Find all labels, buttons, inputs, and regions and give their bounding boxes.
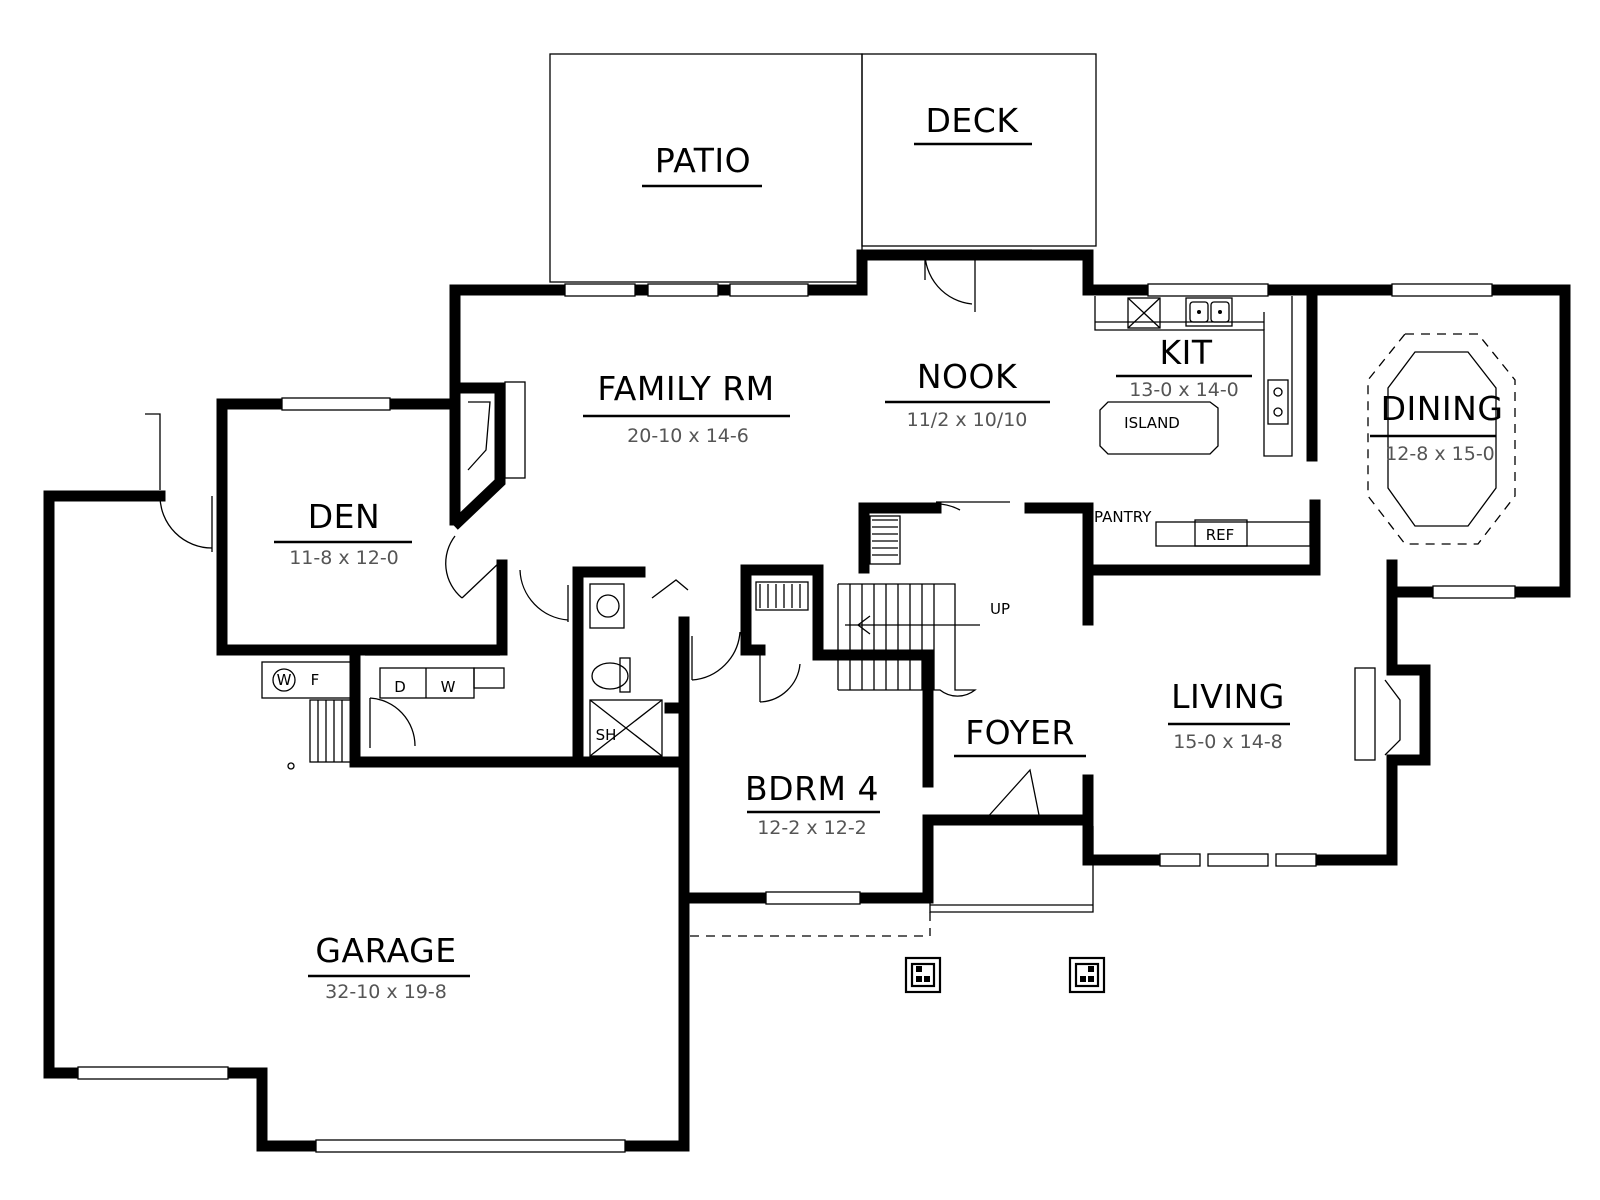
label-bedroom-4: BDRM 4 12-2 x 12-2 (745, 769, 880, 839)
range-icon (1127, 297, 1161, 329)
bath-fixtures: SH (589, 583, 663, 757)
fireplace-family (450, 381, 526, 530)
svg-text:13-0 x 14-0: 13-0 x 14-0 (1129, 379, 1239, 401)
kitchen-counters (1094, 296, 1293, 457)
porch-post-right (1068, 956, 1106, 994)
stair-up: UP (759, 519, 1010, 697)
fireplace-living (1354, 667, 1401, 761)
svg-text:FOYER: FOYER (965, 713, 1075, 752)
front-porch (690, 826, 1094, 937)
label-patio: PATIO (642, 141, 762, 188)
label-den: DEN 11-8 x 12-0 (274, 497, 412, 569)
shower-label: SH (596, 726, 617, 744)
svg-text:BDRM 4: BDRM 4 (745, 769, 879, 808)
label-foyer: FOYER (954, 713, 1086, 758)
svg-text:DECK: DECK (926, 101, 1020, 140)
dining-table (1367, 333, 1516, 545)
svg-text:LIVING: LIVING (1171, 677, 1285, 716)
exterior-walls (43, 249, 1571, 1152)
svg-text:12-8 x 15-0: 12-8 x 15-0 (1385, 443, 1495, 465)
svg-text:15-0 x 14-8: 15-0 x 14-8 (1173, 731, 1283, 753)
svg-text:20-10 x 14-6: 20-10 x 14-6 (627, 425, 749, 447)
svg-text:DEN: DEN (308, 497, 380, 536)
deck-outline (861, 53, 1097, 247)
label-dining: DINING 12-8 x 15-0 (1370, 389, 1503, 465)
windows (77, 283, 1516, 1153)
garage-steps (287, 699, 355, 770)
label-nook: NOOK 11/2 x 10/10 (885, 357, 1050, 431)
label-garage: GARAGE 32-10 x 19-8 (308, 931, 470, 1003)
label-kitchen: KIT 13-0 x 14-0 (1116, 333, 1252, 401)
porch-post-left (904, 956, 942, 994)
dishwasher-icon (1267, 379, 1289, 425)
svg-text:PATIO: PATIO (655, 141, 751, 180)
interior-walls (572, 290, 1321, 904)
washer-label: W (277, 671, 292, 689)
svg-text:DINING: DINING (1381, 389, 1504, 428)
laundry: W F D W (261, 654, 505, 699)
doors (145, 249, 1041, 821)
island-label: ISLAND (1124, 414, 1180, 432)
pantry: PANTRY REF (1094, 508, 1311, 547)
svg-text:NOOK: NOOK (917, 357, 1018, 396)
stair-up-label: UP (990, 600, 1010, 618)
dryer-label: D (394, 678, 406, 696)
svg-text:32-10 x 19-8: 32-10 x 19-8 (325, 981, 447, 1003)
island: ISLAND (1099, 401, 1219, 455)
svg-text:FAMILY RM: FAMILY RM (597, 369, 774, 408)
label-family-room: FAMILY RM 20-10 x 14-6 (583, 369, 790, 447)
pantry-label: PANTRY (1094, 508, 1152, 526)
svg-text:KIT: KIT (1159, 333, 1212, 372)
svg-text:11/2 x 10/10: 11/2 x 10/10 (907, 409, 1028, 431)
svg-text:11-8 x 12-0: 11-8 x 12-0 (289, 547, 399, 569)
stair-closet (869, 515, 901, 565)
svg-text:12-2 x 12-2: 12-2 x 12-2 (757, 817, 867, 839)
label-living: LIVING 15-0 x 14-8 (1168, 677, 1290, 753)
bedroom-closet (755, 581, 809, 611)
ref-label: REF (1206, 526, 1235, 544)
freezer-label: F (311, 671, 320, 689)
label-deck: DECK (914, 101, 1032, 146)
svg-text:GARAGE: GARAGE (315, 931, 456, 970)
sink-icon (1185, 297, 1233, 327)
washer2-label: W (441, 678, 456, 696)
